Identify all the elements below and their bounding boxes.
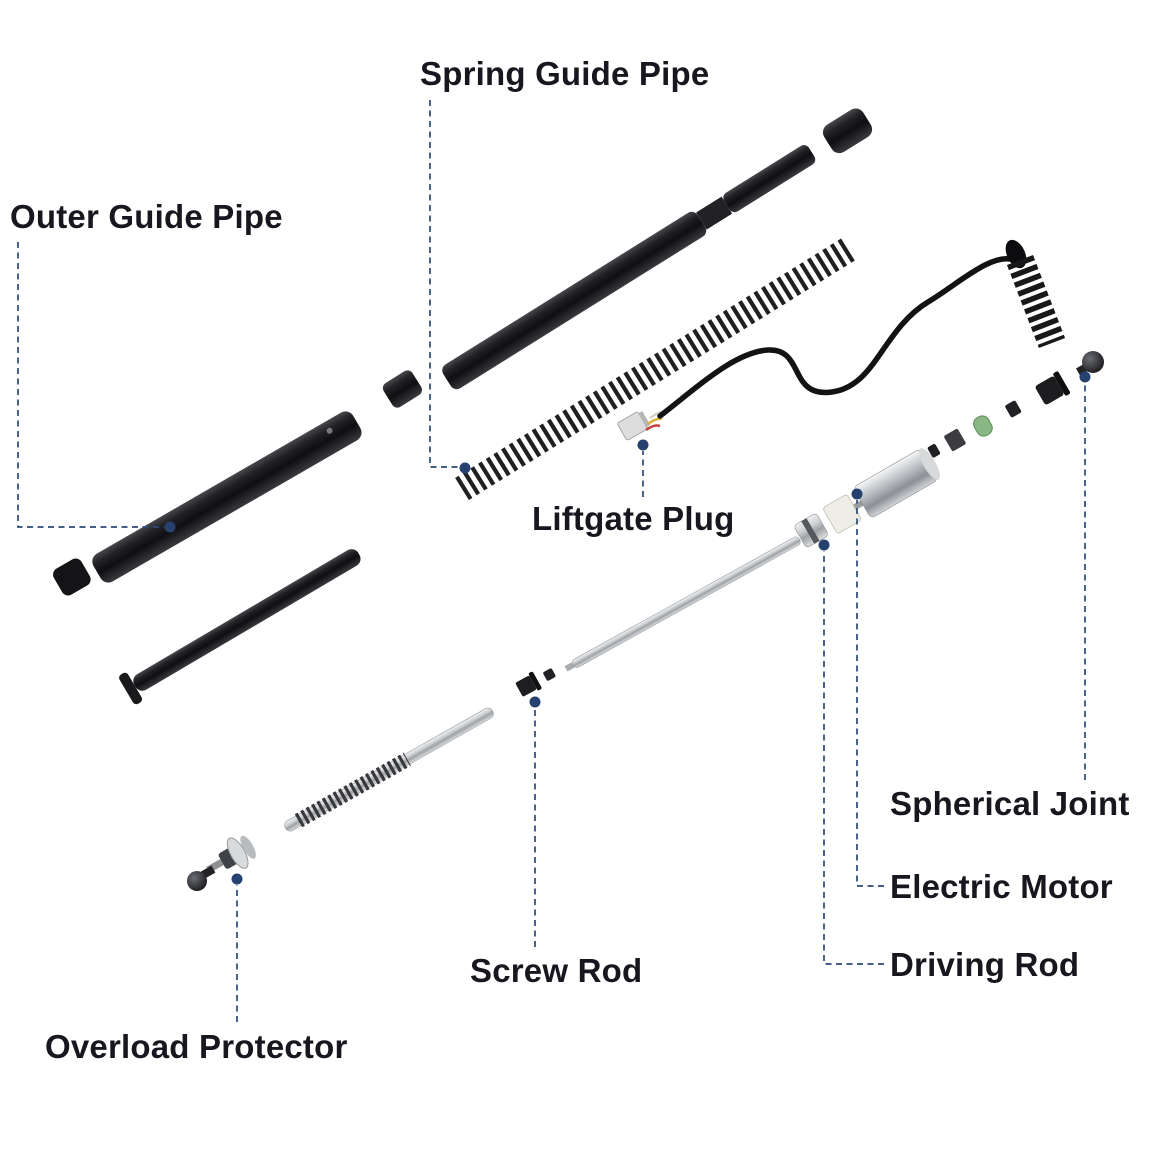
dot-electric-motor — [851, 488, 863, 500]
dot-liftgate-plug — [637, 439, 649, 451]
label-driving-rod: Driving Rod — [890, 946, 1080, 983]
spring-guide-pipe-part — [382, 108, 873, 408]
outer-guide-pipe-part — [53, 411, 362, 596]
leader-driving-rod — [823, 551, 884, 965]
screw-rod — [284, 707, 494, 832]
plug-wire-yellow — [647, 417, 663, 426]
spherical-joint-part — [1076, 351, 1104, 376]
label-spherical-joint: Spherical Joint — [890, 785, 1130, 822]
rod-connectors — [515, 668, 556, 697]
lower-spherical-joint-ball — [187, 871, 207, 891]
spacer-small — [1005, 400, 1022, 418]
cable — [657, 256, 1017, 419]
bushing — [1035, 376, 1064, 405]
electric-motor-part — [794, 448, 940, 548]
overload-protector-part — [187, 835, 256, 891]
outer-guide-pipe-hole — [326, 427, 333, 434]
dot-driving-rod — [818, 539, 830, 551]
screw-rod-thread — [294, 752, 411, 828]
spring-guide-pipe-end-cap — [822, 108, 873, 154]
driving-rod-tip — [564, 662, 575, 672]
label-screw-rod: Screw Rod — [470, 952, 643, 989]
dot-spherical-joint — [1079, 371, 1091, 383]
label-overload-protector: Overload Protector — [45, 1028, 348, 1065]
gearbox — [823, 494, 862, 534]
spring-guide-pipe-neck — [696, 196, 733, 230]
leader-electric-motor — [856, 500, 884, 887]
spherical-joint-ball — [1082, 351, 1104, 373]
overload-disc-inner — [240, 835, 256, 859]
screw-rod-part — [284, 707, 494, 832]
spacer-medium — [944, 428, 966, 452]
driving-rod-part — [564, 536, 801, 672]
label-spring-guide-pipe: Spring Guide Pipe — [420, 55, 710, 92]
dot-overload-protector — [231, 873, 243, 885]
dot-screw-rod — [529, 696, 541, 708]
hardware-chain — [927, 371, 1071, 458]
rubber-boot — [1006, 254, 1066, 349]
driving-rod — [572, 536, 801, 668]
inner-pipe-tube — [133, 549, 361, 691]
spring-guide-pipe-thin-section — [723, 145, 816, 213]
motor-end-cap — [919, 448, 940, 480]
label-outer-guide-pipe: Outer Guide Pipe — [10, 198, 283, 235]
callouts — [17, 100, 1091, 1022]
leader-outer-guide-pipe — [17, 242, 164, 528]
dot-outer-guide-pipe — [164, 521, 176, 533]
spring-guide-pipe-tube — [442, 211, 707, 390]
label-electric-motor: Electric Motor — [890, 868, 1113, 905]
spacer-tiny — [927, 444, 941, 458]
rod-connector-small — [543, 668, 556, 681]
label-liftgate-plug: Liftgate Plug — [532, 500, 735, 537]
dot-spring-guide-pipe — [459, 462, 471, 474]
spring-guide-pipe-cap-small — [382, 370, 422, 408]
rod-connector-flange — [528, 671, 542, 691]
green-gasket — [973, 415, 993, 437]
coupler-band — [801, 518, 820, 544]
outer-guide-pipe-cap — [53, 558, 91, 596]
liftgate-plug-part — [617, 239, 1066, 441]
outer-guide-pipe-tube — [92, 411, 362, 583]
inner-pipe-flange — [119, 672, 143, 705]
bushing-lip — [1053, 371, 1071, 396]
rod-connector-nut — [515, 675, 537, 697]
leader-spring-guide-pipe — [429, 100, 460, 468]
plug-wire-red — [645, 424, 661, 432]
inner-pipe-part — [119, 549, 361, 705]
plug-connector — [617, 411, 648, 441]
